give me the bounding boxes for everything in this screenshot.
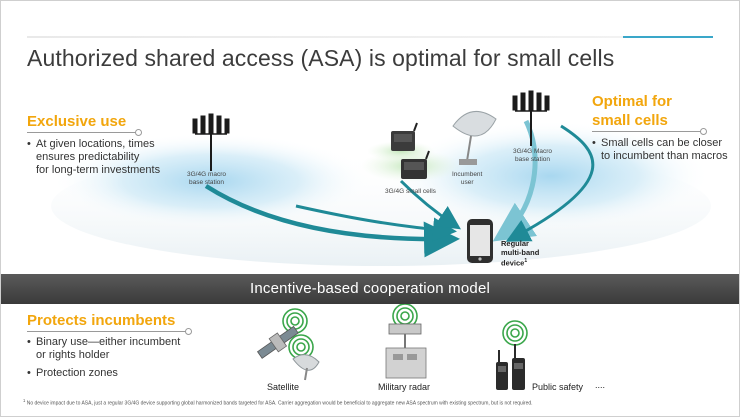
incumbent-icons bbox=[256, 304, 528, 390]
satellite-caption: Satellite bbox=[267, 382, 300, 392]
arrow-left-macro bbox=[204, 184, 460, 258]
arrow-top-left bbox=[295, 204, 457, 242]
public-safety-radio-icon bbox=[496, 320, 528, 390]
exclusive-bullets: At given locations, times ensures predic… bbox=[27, 138, 160, 177]
incumbent-dish bbox=[452, 111, 497, 165]
military-radar-caption: Military radar bbox=[378, 382, 431, 392]
exclusive-bullet: At given locations, times ensures predic… bbox=[27, 138, 160, 177]
cooperation-band-title: Incentive-based cooperation model bbox=[249, 280, 491, 297]
small-cells-label: 3G/4G small cells bbox=[385, 188, 436, 195]
arrow-incumbent bbox=[505, 124, 595, 242]
macro-right-label: 3G/4G Macro base station bbox=[513, 148, 552, 164]
macro-left-label-line1: 3G/4G macro bbox=[187, 171, 227, 178]
exclusive-bullet-line1: At given locations, times bbox=[36, 138, 155, 150]
slide-title: Authorized shared access (ASA) is optima… bbox=[27, 45, 615, 71]
device-label-text: device bbox=[501, 258, 525, 268]
macro-tower-left bbox=[192, 113, 230, 171]
coverage-diagram bbox=[51, 90, 711, 266]
optimal-heading-line2: small cells bbox=[592, 112, 668, 129]
optimal-bullet-line1: Small cells can be closer bbox=[601, 137, 723, 149]
device-label-line3: device1 bbox=[501, 257, 539, 268]
more-ellipsis: .... bbox=[595, 380, 606, 390]
protects-bullet-1-line2: or rights holder bbox=[36, 349, 110, 361]
optimal-bullet: Small cells can be closer to incumbent t… bbox=[592, 137, 728, 163]
macro-right-label-line2: base station bbox=[514, 156, 551, 163]
optimal-bullets: Small cells can be closer to incumbent t… bbox=[592, 137, 728, 163]
device-label: Regular multi-band device1 bbox=[501, 239, 539, 268]
device-label-line2: multi-band bbox=[501, 248, 540, 257]
exclusive-underline bbox=[27, 129, 142, 136]
footnote-text: No device impact due to ASA, just a regu… bbox=[26, 400, 533, 407]
protects-bullet-2-text: Protection zones bbox=[36, 367, 118, 379]
footnote-mark: 1 bbox=[23, 398, 26, 403]
title-rule-accent bbox=[623, 36, 713, 38]
footnote: 1 No device impact due to ASA, just a re… bbox=[23, 398, 533, 407]
cooperation-band bbox=[1, 274, 739, 304]
optimal-underline bbox=[592, 128, 707, 135]
incumbent-label: Incumbent user bbox=[452, 171, 482, 187]
protects-bullet-1-line1: Binary use—either incumbent bbox=[36, 336, 181, 348]
device-label-line1: Regular bbox=[501, 239, 529, 248]
incumbent-label-line2: user bbox=[460, 179, 474, 186]
macro-right-label-line1: 3G/4G Macro bbox=[513, 148, 553, 155]
small-cell-top bbox=[391, 122, 418, 151]
incumbent-label-line1: Incumbent bbox=[452, 171, 483, 178]
optimal-heading-line1: Optimal for bbox=[592, 93, 673, 110]
title-rule bbox=[27, 36, 713, 38]
protects-bullet-1: Binary use—either incumbent or rights ho… bbox=[27, 336, 180, 362]
optimal-bullet-line2: to incumbent than macros bbox=[601, 150, 728, 162]
protects-bullets: Binary use—either incumbent or rights ho… bbox=[27, 336, 180, 380]
protects-heading: Protects incumbents bbox=[27, 312, 176, 329]
exclusive-bullet-line3: for long-term investments bbox=[36, 164, 161, 176]
small-cell-bottom bbox=[401, 150, 430, 179]
arrow-small-cells bbox=[399, 179, 461, 230]
device-footnote-mark: 1 bbox=[524, 258, 528, 264]
ground-dish-icon bbox=[288, 334, 320, 381]
exclusive-bullet-line2: ensures predictability bbox=[36, 151, 140, 163]
public-safety-caption: Public safety bbox=[532, 382, 584, 392]
military-radar-icon bbox=[385, 304, 427, 379]
satellite-icon bbox=[256, 308, 308, 359]
macro-tower-right bbox=[512, 90, 550, 146]
optimal-heading: Optimal for small cells bbox=[592, 92, 672, 130]
exclusive-heading: Exclusive use bbox=[27, 113, 127, 130]
macro-left-label: 3G/4G macro base station bbox=[187, 171, 226, 187]
protects-bullet-2: Protection zones bbox=[27, 367, 180, 380]
device-phone bbox=[467, 219, 493, 263]
macro-left-label-line2: base station bbox=[188, 179, 225, 186]
protects-underline bbox=[27, 328, 192, 335]
